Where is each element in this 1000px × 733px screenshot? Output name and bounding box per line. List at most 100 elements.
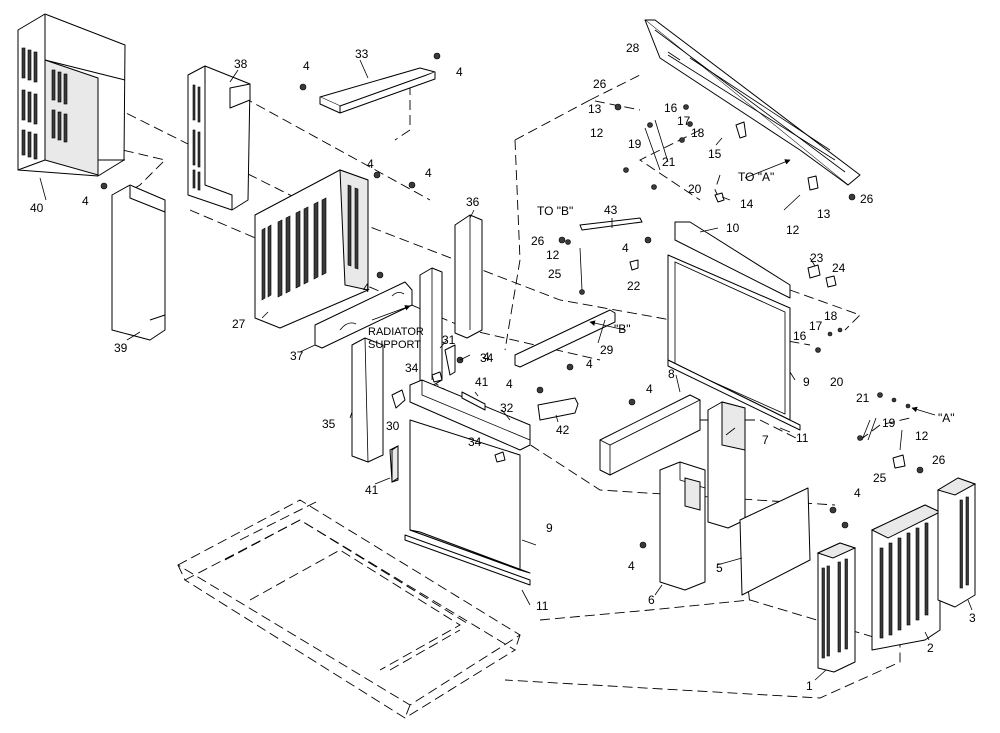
callout: 4 xyxy=(425,166,432,180)
part-3-louvered-end xyxy=(936,477,977,608)
hinge-hardware-right xyxy=(807,264,911,469)
part-7-vertical-box xyxy=(707,401,746,529)
part-36-vertical-channel xyxy=(454,214,483,339)
part-5-panel xyxy=(739,487,811,596)
callout: 32 xyxy=(500,401,514,415)
part-27-louvered-panel xyxy=(254,169,369,329)
callout: 7 xyxy=(762,433,769,447)
part-39-side-panel xyxy=(111,184,166,341)
callout: 4 xyxy=(483,350,490,364)
callout: 18 xyxy=(691,126,705,140)
callout: 25 xyxy=(873,471,887,485)
center-hardware xyxy=(431,239,639,463)
callout: 20 xyxy=(688,182,702,196)
callout: 29 xyxy=(600,343,614,357)
part-10-9-upper-frame xyxy=(667,221,801,431)
callout: 4 xyxy=(363,281,370,295)
callout: 12 xyxy=(546,248,560,262)
callout: 8 xyxy=(668,367,675,381)
callout: 31 xyxy=(442,333,456,347)
part-42-small-bracket xyxy=(537,397,579,421)
callout: 9 xyxy=(803,375,810,389)
callout: 37 xyxy=(290,349,304,363)
hinge-hardware-top xyxy=(623,104,819,211)
leader-lines xyxy=(39,51,973,681)
callout: 4 xyxy=(646,382,653,396)
part-8-shelf xyxy=(599,394,701,476)
callout: 4 xyxy=(622,241,629,255)
note-support: SUPPORT xyxy=(368,339,421,351)
callout: 34 xyxy=(468,435,482,449)
callout: 34 xyxy=(405,361,419,375)
callout: 12 xyxy=(590,126,604,140)
callout: 14 xyxy=(740,197,754,211)
callout: 13 xyxy=(588,102,602,116)
callout: 12 xyxy=(915,429,929,443)
ref-to-b: TO "B" xyxy=(537,204,573,218)
part-41-strips xyxy=(391,391,486,483)
callout: 11 xyxy=(536,599,549,613)
callout: 27 xyxy=(232,317,246,331)
callout: 5 xyxy=(716,561,723,575)
part-33-top-plate xyxy=(319,67,436,114)
callout: 38 xyxy=(234,57,248,71)
callout: 16 xyxy=(664,101,678,115)
callout: 18 xyxy=(824,309,838,323)
callout: 26 xyxy=(593,77,607,91)
ref-mark-a: "A" xyxy=(938,411,955,425)
part-2-louvered-panel xyxy=(870,504,942,651)
callout: 4 xyxy=(628,559,635,573)
callout: 20 xyxy=(830,375,844,389)
callout: 34 xyxy=(480,351,494,365)
callout: 4 xyxy=(586,357,593,371)
part-38-housing xyxy=(187,65,251,211)
screw-icons xyxy=(100,52,924,549)
callout: 4 xyxy=(367,157,374,171)
ref-mark-b: "B" xyxy=(614,322,631,336)
part-43-link xyxy=(579,217,643,231)
part-6-channel xyxy=(659,461,706,591)
callout: 11 xyxy=(796,431,809,445)
callout: 41 xyxy=(475,375,489,389)
base-frame xyxy=(177,499,521,719)
callout: 23 xyxy=(810,251,824,265)
ref-to-a: TO "A" xyxy=(738,170,774,184)
callout: 28 xyxy=(626,41,640,55)
callout: 40 xyxy=(30,201,44,215)
callout: 39 xyxy=(114,341,128,355)
callout: 6 xyxy=(648,593,655,607)
callout: 12 xyxy=(786,223,800,237)
part-28-door-frame xyxy=(644,19,861,186)
callout: 4 xyxy=(506,377,513,391)
callout: 26 xyxy=(932,453,946,467)
callout: 21 xyxy=(856,391,870,405)
callout: 42 xyxy=(556,423,570,437)
part-40-side-housing xyxy=(17,13,126,177)
part-32-top-rail xyxy=(409,379,531,451)
part-29-bracket xyxy=(514,309,616,368)
callout-labels: 28 40 38 33 4 4 4 4 4 4 4 4 4 4 4 4 4 26… xyxy=(30,41,976,693)
callout: 4 xyxy=(303,59,310,73)
callout: 10 xyxy=(726,221,740,235)
callout: 25 xyxy=(548,267,562,281)
callout: 24 xyxy=(832,261,846,275)
callout: 21 xyxy=(662,155,676,169)
callout: 9 xyxy=(546,521,553,535)
reference-labels: TO "A" TO "B" "B" "A" RADIATOR SUPPORT xyxy=(368,170,955,425)
part-35-vertical-panel xyxy=(351,337,399,483)
callout: 26 xyxy=(531,234,545,248)
callout: 30 xyxy=(386,419,400,433)
callout: 3 xyxy=(969,611,976,625)
callout: 43 xyxy=(604,203,618,217)
callout: 22 xyxy=(627,279,641,293)
callout: 16 xyxy=(793,329,807,343)
part-31-center-post xyxy=(419,267,456,388)
callout: 33 xyxy=(355,47,369,61)
callout: 41 xyxy=(365,483,379,497)
callout: 4 xyxy=(82,194,89,208)
note-radiator: RADIATOR xyxy=(368,326,424,338)
callout: 19 xyxy=(882,416,896,430)
callout: 4 xyxy=(456,65,463,79)
callout: 17 xyxy=(677,114,691,128)
